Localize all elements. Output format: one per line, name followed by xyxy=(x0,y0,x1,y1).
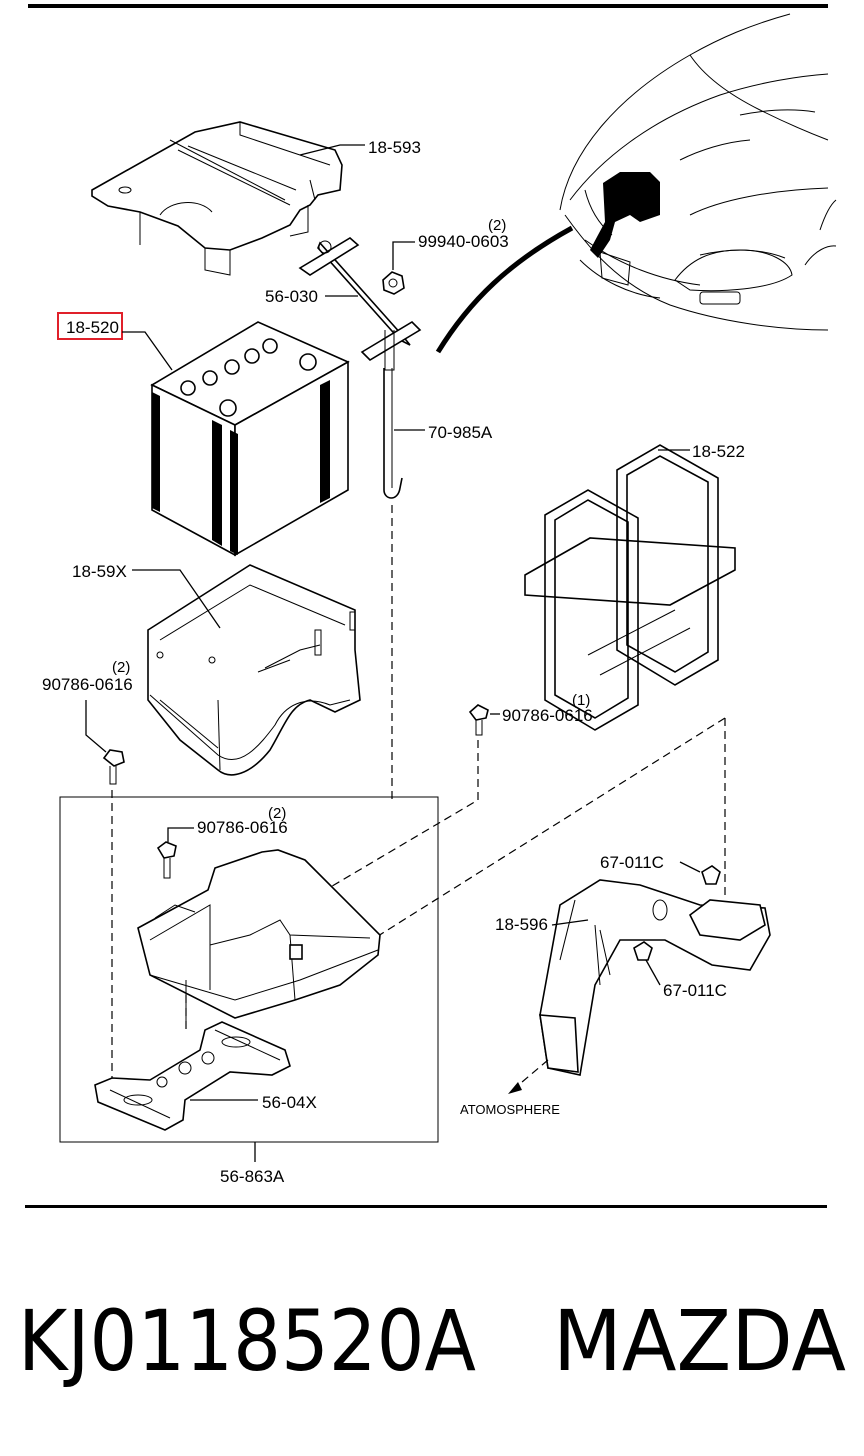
battery-part xyxy=(150,321,350,557)
assembly-box xyxy=(59,796,439,1143)
label-bolt-inner: 90786-0616 xyxy=(197,818,288,837)
label-tray: 18-59X xyxy=(72,562,127,581)
label-duct: 18-596 xyxy=(495,915,548,934)
label-bolt-right: 90786-0616 xyxy=(502,706,593,725)
clip-top-part xyxy=(701,865,721,885)
lower-tray-part xyxy=(137,849,381,1025)
label-frame: 18-522 xyxy=(692,442,745,461)
battery-frame-part xyxy=(524,444,736,731)
label-nut-qty: (2) xyxy=(488,217,506,234)
label-atmosphere: ATOMOSPHERE xyxy=(460,1102,560,1117)
air-duct-part xyxy=(539,879,771,1076)
battery-label-highlight xyxy=(57,312,123,340)
bolt-right-part xyxy=(468,704,489,736)
hold-rod-part xyxy=(383,368,403,499)
footer-part-number: KJ0118520A xyxy=(18,1292,476,1390)
battery-clamp-part xyxy=(298,237,422,371)
footer-brand: MAZDA xyxy=(553,1292,846,1390)
bolt-left-part xyxy=(102,749,125,785)
label-rod: 70-985A xyxy=(428,423,493,442)
label-battery: 18-520 xyxy=(66,318,119,337)
clip-bottom-part xyxy=(633,941,653,961)
battery-tray-part xyxy=(147,564,361,776)
label-assembly: 56-863A xyxy=(220,1167,285,1186)
top-rule xyxy=(28,4,828,8)
label-cover: 18-593 xyxy=(368,138,421,157)
label-bracket: 56-04X xyxy=(262,1093,317,1112)
nut-part xyxy=(382,271,405,295)
label-nut: 99940-0603 xyxy=(418,232,509,251)
label-bolt-inner-qty: (2) xyxy=(268,805,286,822)
battery-cover-part xyxy=(91,121,343,276)
label-clip-top: 67-011C xyxy=(600,853,664,872)
bracket-part xyxy=(94,1021,291,1131)
label-clip-bottom: 67-011C xyxy=(663,981,727,1000)
label-bolt-left-qty: (2) xyxy=(112,659,130,676)
label-bolt-left: 90786-0616 xyxy=(42,675,133,694)
car-front-illustration xyxy=(435,13,837,354)
bolt-inner-part xyxy=(156,841,177,879)
label-bolt-right-qty: (1) xyxy=(572,692,590,709)
bottom-rule xyxy=(25,1205,827,1208)
label-clamp: 56-030 xyxy=(265,287,318,306)
